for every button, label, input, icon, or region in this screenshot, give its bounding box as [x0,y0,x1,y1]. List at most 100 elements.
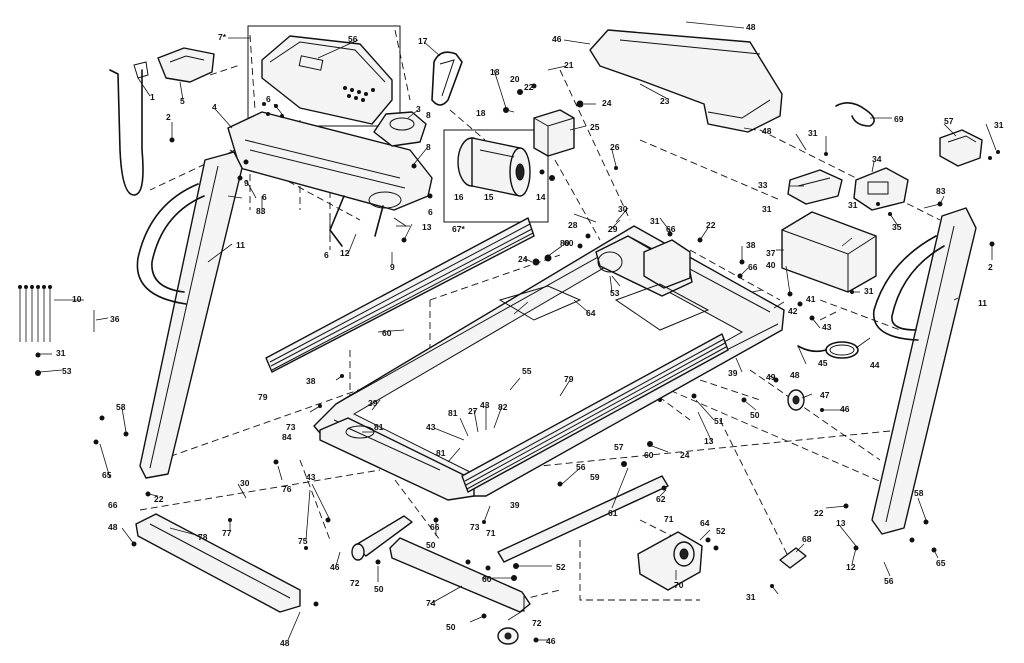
callout-80: 80 [560,238,570,248]
wheel [787,389,805,411]
callout-66-c: 66 [748,262,758,272]
motor-assembly [443,129,549,223]
callout-11-left: 11 [236,240,245,250]
controller-assembly [781,167,909,293]
callout-48-b: 48 [762,126,772,136]
callout-36: 36 [110,314,120,324]
callout-85-a: 83 [256,206,266,216]
mounting-bracket [779,547,807,569]
left-upright [136,151,243,479]
callout-56-a: 56 [348,34,358,44]
callout-71-a: 71 [486,528,496,538]
callout-37: 37 [766,248,776,258]
callout-12-b: 12 [846,562,856,572]
callout-56-b: 56 [576,462,586,472]
callout-64-b: 64 [700,518,710,528]
power-switch [939,129,983,167]
callout-43-a: 43 [822,322,832,332]
callout-22-c: 22 [154,494,164,504]
wire-ties [18,285,52,342]
callout-55: 55 [522,366,532,376]
callout-61: 61 [608,508,618,518]
callout-72-b: 72 [532,618,542,628]
console-assembly [247,25,401,127]
callout-39-c: 39 [510,500,520,510]
callout-9-a: 9 [244,178,249,188]
callout-69: 69 [894,114,904,124]
callout-42: 42 [788,306,798,316]
callout-62: 62 [656,494,666,504]
callout-43-c: 43 [480,400,490,410]
callout-31-g: 31 [56,348,66,358]
callout-8-a: 8 [426,110,431,120]
callout-24-a: 24 [602,98,612,108]
wire-harness [835,102,875,127]
callout-59: 59 [590,472,600,482]
callout-21: 21 [564,60,574,70]
callout-50-b: 50 [426,540,436,550]
callout-28: 28 [568,220,578,230]
front-base [135,513,301,613]
callout-16: 16 [454,192,464,202]
callout-50-d: 50 [446,622,456,632]
callout-24-c: 24 [680,450,690,460]
callout-2-right: 2 [988,262,993,272]
callout-31-c: 31 [762,204,772,214]
callout-labels: 1 2 2 3 4 5 6 6 6 6 7* 8 8 9 9 10 11 11 … [56,22,1004,648]
callout-56-c: 56 [884,576,894,586]
callout-34: 34 [872,154,882,164]
callout-9-b: 9 [390,262,395,272]
callout-71-b: 71 [664,514,674,524]
callout-18: 18 [490,67,500,77]
callout-60-d: 60 [482,574,492,584]
callout-31-b: 31 [808,128,818,138]
callout-6-d: 6 [324,250,329,260]
callout-31-f: 31 [864,286,874,296]
callout-38-a: 38 [746,240,756,250]
callout-31-a: 31 [650,216,660,226]
callout-7: 7* [218,32,227,42]
callout-25: 25 [590,122,600,132]
callout-57-a: 57 [944,116,954,126]
callout-52-b: 52 [716,526,726,536]
callout-76: 76 [282,484,292,494]
callout-46-c: 46 [330,562,340,572]
motor-hood [589,29,783,133]
callout-2: 2 [166,112,171,122]
callout-66-b: 66 [666,224,676,234]
callout-50-a: 50 [750,410,760,420]
callout-45: 45 [818,358,828,368]
callout-4: 4 [212,102,217,112]
callout-1: 1 [150,92,155,102]
callout-60-a: 60 [564,238,574,248]
callout-44: 44 [870,360,880,370]
callout-11-right: 11 [978,298,987,308]
callout-58-a: 58 [116,402,126,412]
callout-50-c: 50 [374,584,384,594]
callout-12-a: 12 [340,248,350,258]
callout-24-b: 24 [518,254,528,264]
callout-77: 77 [222,528,232,538]
callout-13-c: 13 [836,518,846,528]
callout-40: 40 [766,260,776,270]
right-side-rail [461,333,729,493]
callout-73-a: 73 [286,422,296,432]
callout-52-a: 52 [556,562,566,572]
callout-79-a: 79 [258,392,268,402]
callout-64-a: 64 [586,308,596,318]
safety-key [109,61,149,196]
console-base [227,111,433,247]
callout-5: 5 [180,96,185,106]
callout-6-b: 6 [262,192,267,202]
callout-30-b: 30 [240,478,250,488]
treadmill-frame [313,225,785,501]
callout-31-e: 31 [994,120,1004,130]
callout-31-d: 31 [848,200,858,210]
motor-bracket [533,109,575,157]
incline-motor [637,531,703,591]
callout-53: 53 [610,288,620,298]
callout-22-d: 22 [814,508,824,518]
callout-60-b: 60 [382,328,392,338]
callout-26: 26 [610,142,620,152]
